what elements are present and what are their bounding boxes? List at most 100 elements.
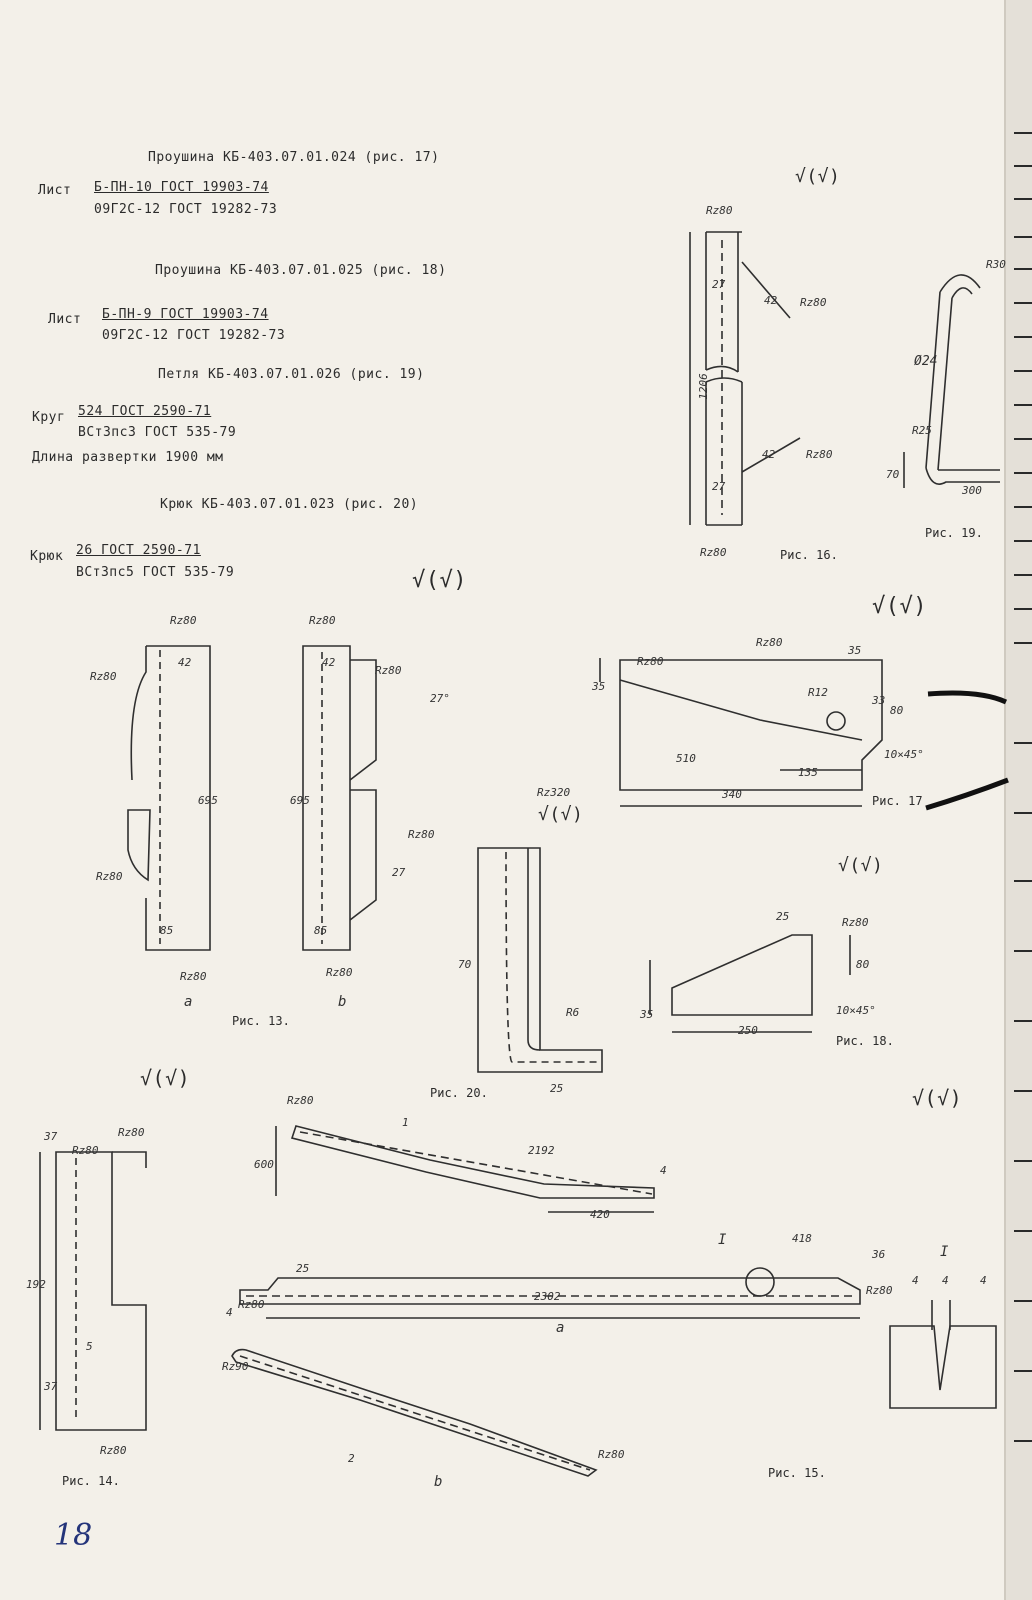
dimension-label: 85 [160, 924, 174, 937]
fig13b-drawing [302, 645, 377, 951]
spec-20-title: Крюк КБ-403.07.01.023 (рис. 20) [160, 497, 419, 512]
spec-18-label: Лист [48, 312, 82, 327]
roughness-label: Rz80 [800, 296, 827, 309]
handwritten-page-number: 18 [54, 1518, 93, 1553]
dimension-label: 42 [764, 294, 778, 307]
dimension-label: R12 [808, 686, 828, 699]
roughness-label: Rz80 [598, 1448, 625, 1461]
dimension-label: 35 [848, 644, 862, 657]
dimension-label: 42 [178, 656, 192, 669]
roughness-symbol: √(√) [412, 568, 467, 593]
dimension-label: 4 [226, 1306, 233, 1319]
roughness-symbol: √(√) [872, 594, 927, 619]
dimension-label: 340 [722, 788, 742, 801]
dimension-label: 27° [430, 692, 450, 705]
roughness-label: Rz80 [842, 916, 869, 929]
dimension-label: 36 [872, 1248, 886, 1261]
dimension-label: 10×45° [884, 748, 924, 761]
dimension-label: 25 [550, 1082, 564, 1095]
margin-tick [1014, 1020, 1032, 1022]
dimension-label: 250 [738, 1024, 758, 1037]
margin-tick [1014, 404, 1032, 406]
spec-19-line2: ВСт3пс3 ГОСТ 535-79 [78, 425, 237, 440]
ink-mark [925, 777, 1009, 811]
dimension-label: 33 [872, 694, 886, 707]
margin-tick [1014, 1370, 1032, 1372]
dimension-label: 35 [592, 680, 606, 693]
dimension-label: 300 [962, 484, 982, 497]
margin-tick [1014, 880, 1032, 882]
neighbor-page-edge [1004, 0, 1032, 1600]
fig15b-drawing [231, 1348, 598, 1477]
caption-fig20: Рис. 20. [430, 1086, 488, 1100]
sublabel-b: b [338, 994, 347, 1010]
dimension-label: 42 [322, 656, 336, 669]
dimension-label: 418 [792, 1232, 812, 1245]
margin-tick [1014, 1090, 1032, 1092]
detail-marker: I [940, 1244, 949, 1260]
spec-17-line1: Б-ПН-10 ГОСТ 19903-74 [94, 180, 269, 195]
spec-19-label: Круг [32, 410, 66, 425]
spec-17-label: Лист [38, 183, 72, 198]
spec-19-title: Петля КБ-403.07.01.026 (рис. 19) [158, 367, 425, 382]
dimension-label: 1206 [696, 373, 710, 400]
caption-fig19: Рис. 19. [925, 526, 983, 540]
margin-tick [1014, 472, 1032, 474]
margin-tick [1014, 165, 1032, 167]
margin-tick [1014, 950, 1032, 952]
dimension-label: 70 [458, 958, 472, 971]
fig14-drawing [39, 1151, 147, 1431]
roughness-label: Rz80 [326, 966, 353, 979]
roughness-label: Rz80 [408, 828, 435, 841]
dimension-label: 5 [86, 1340, 93, 1353]
spec-19-line1: 524 ГОСТ 2590-71 [78, 404, 212, 419]
dimension-label: 27 [392, 866, 406, 879]
dimension-label: 25 [776, 910, 790, 923]
dimension-label: 70 [886, 468, 900, 481]
dimension-label: 4 [980, 1274, 987, 1287]
spec-18-title: Проушина КБ-403.07.01.025 (рис. 18) [155, 263, 447, 278]
roughness-symbol: √(√) [538, 804, 584, 825]
margin-tick [1014, 370, 1032, 372]
dimension-label: 27 [712, 480, 726, 493]
dimension-label: 192 [26, 1278, 46, 1291]
roughness-label: Rz80 [756, 636, 783, 649]
dimension-label: R30 [986, 258, 1006, 271]
fig19-drawing [903, 274, 1000, 488]
spec-17-line2: 09Г2С-12 ГОСТ 19282-73 [94, 202, 278, 217]
dimension-label: 85 [314, 924, 328, 937]
roughness-label: Rz80 [72, 1144, 99, 1157]
roughness-label: Rz80 [706, 204, 733, 217]
dimension-label: 695 [198, 794, 218, 807]
roughness-label: Rz80 [637, 655, 664, 668]
spec-20-line1: 26 ГОСТ 2590-71 [76, 543, 201, 558]
dimension-label: 10×45° [836, 1004, 876, 1017]
fig15-part1-drawing [275, 1125, 655, 1213]
margin-tick [1014, 608, 1032, 610]
sublabel-a: a [556, 1320, 565, 1336]
caption-fig13: Рис. 13. [232, 1014, 290, 1028]
fig17-drawing [599, 658, 883, 807]
margin-tick [1014, 132, 1032, 134]
roughness-label: Rz320 [537, 786, 571, 799]
margin-tick [1014, 642, 1032, 644]
margin-tick [1014, 236, 1032, 238]
dimension-label: 25 [296, 1262, 310, 1275]
margin-tick [1014, 198, 1032, 200]
margin-tick [1014, 1440, 1032, 1442]
dimension-label: 2302 [534, 1290, 561, 1303]
margin-tick [1014, 336, 1032, 338]
roughness-label: Rz80 [180, 970, 207, 983]
margin-tick [1014, 812, 1032, 814]
roughness-label: Rz80 [700, 546, 727, 559]
dimension-label: 600 [254, 1158, 274, 1171]
spec-18-line1: Б-ПН-9 ГОСТ 19903-74 [102, 307, 269, 322]
dimension-label: 4 [660, 1164, 667, 1177]
dimension-label: 2 [348, 1452, 355, 1465]
margin-tick [1014, 1300, 1032, 1302]
spec-20-line2: ВСт3пс5 ГОСТ 535-79 [76, 565, 235, 580]
dimension-label: 37 [44, 1130, 58, 1143]
margin-tick [1014, 302, 1032, 304]
